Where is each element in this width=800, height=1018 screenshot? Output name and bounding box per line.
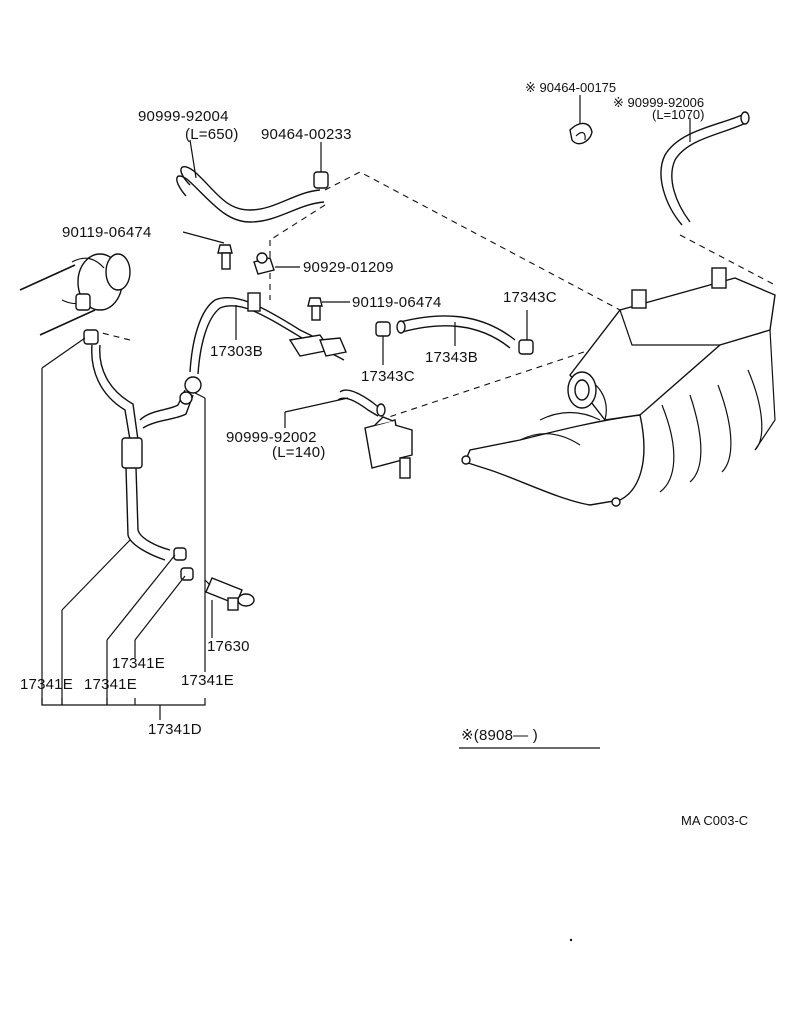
- label-90119-06474-left: 90119-06474: [62, 224, 152, 241]
- label-17630: 17630: [207, 638, 250, 655]
- label-90464-00175: ※ 90464-00175: [525, 80, 616, 95]
- clamp-90464-00175: [569, 95, 593, 145]
- label-90999-92002-length: (L=140): [272, 444, 326, 461]
- clamp-90929-01209: [253, 252, 300, 275]
- bolt-mid: [307, 297, 350, 321]
- pressure-regulator: [364, 416, 413, 479]
- label-17343b: 17343B: [425, 349, 478, 366]
- hose-17343b: [396, 315, 516, 349]
- hose-90999-92002: [284, 389, 386, 428]
- hose-set-17341d: [41, 329, 206, 720]
- vsv-17630: [204, 577, 255, 638]
- label-17341e-2: 17341E: [84, 676, 137, 693]
- bolt-left: [182, 231, 233, 270]
- pipe-17303b: [184, 292, 347, 394]
- label-90999-92004: 90999-92004: [138, 108, 229, 125]
- label-17341d: 17341D: [148, 721, 202, 738]
- label-17341e-1: 17341E: [20, 676, 73, 693]
- label-90999-92006-length: (L=1070): [652, 107, 704, 122]
- label-90119-06474-mid: 90119-06474: [352, 294, 442, 311]
- clip-17343c-center: [375, 321, 391, 365]
- label-17341e-3: 17341E: [112, 655, 165, 672]
- intake-manifold: [461, 267, 776, 507]
- clamp-90464-00233: [313, 142, 329, 189]
- label-90999-92004-length: (L=650): [185, 126, 239, 143]
- label-17343c-center: 17343C: [361, 368, 415, 385]
- label-17341e-4: 17341E: [181, 672, 234, 689]
- clip-17343c-right: [518, 310, 534, 355]
- label-90999-92006: ※ 90999-92006: [613, 95, 704, 110]
- air-duct: [19, 253, 131, 336]
- label-90464-00233: 90464-00233: [261, 126, 352, 143]
- label-90929-01209: 90929-01209: [303, 259, 394, 276]
- speck: [569, 938, 573, 942]
- label-90999-92002: 90999-92002: [226, 429, 317, 446]
- note-date-range: ※(8908— ): [461, 727, 538, 744]
- label-17303b: 17303B: [210, 343, 263, 360]
- label-17343c-right: 17343C: [503, 289, 557, 306]
- hose-90999-92006: [660, 111, 750, 226]
- hose-90999-92004: [176, 139, 325, 223]
- diagram-code: MA C003-C: [681, 813, 748, 828]
